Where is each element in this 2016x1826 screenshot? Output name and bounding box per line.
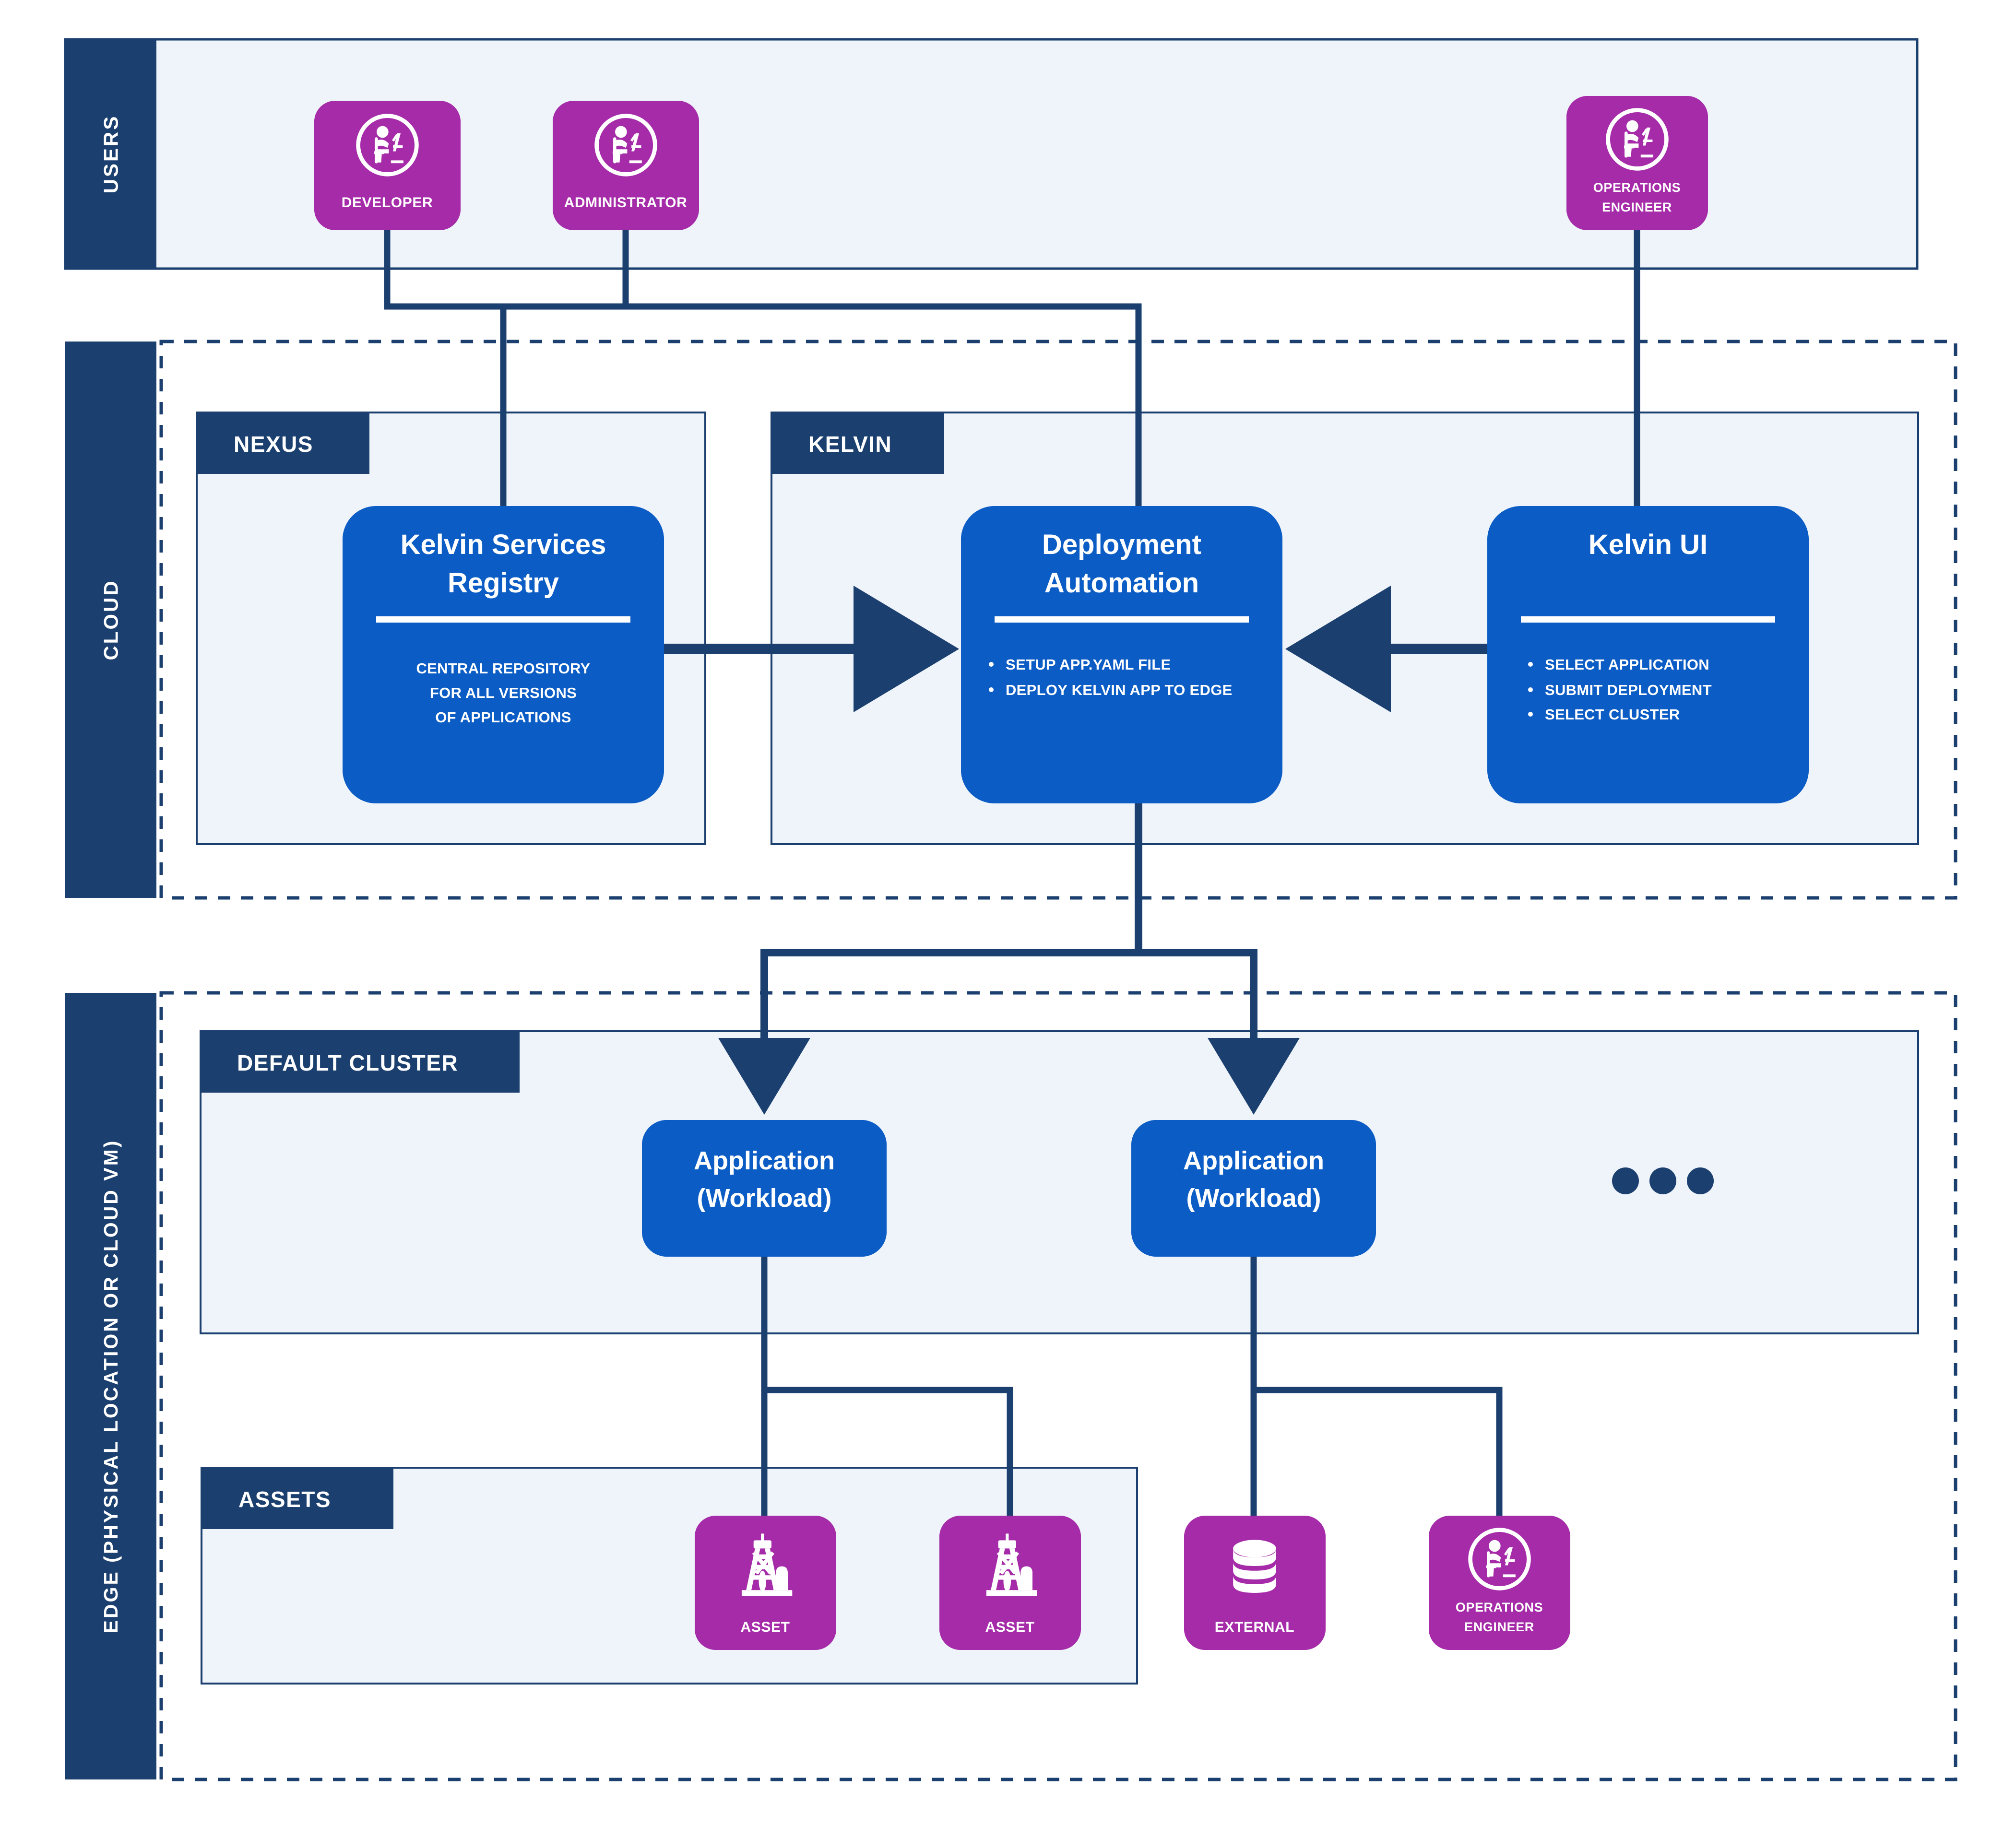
bullet-dot-icon xyxy=(1528,662,1533,667)
kui-body-2-overlay: SUBMIT DEPLOYMENT xyxy=(1545,682,1712,698)
aw2-title-2-overlay: (Workload) xyxy=(1186,1184,1321,1213)
cloud-band-label: CLOUD xyxy=(100,579,122,660)
kui-body-3-overlay: SELECT CLUSTER xyxy=(1545,706,1680,723)
developer-label-overlay: DEVELOPER xyxy=(342,195,433,211)
ksr-body-3-overlay: OF APPLICATIONS xyxy=(435,709,571,726)
assets-tab xyxy=(202,1468,393,1529)
kelvin-ui-box-overlay[interactable] xyxy=(1487,506,1809,803)
band-edge: EDGE (PHYSICAL LOCATION OR CLOUD VM) xyxy=(65,991,1957,1781)
more-workloads-indicator xyxy=(1612,1167,1714,1194)
cloud-boundary-dashed xyxy=(159,340,1957,900)
users-band-tab xyxy=(65,39,156,269)
kelvin-label: KELVIN xyxy=(808,432,892,457)
aw2-title-1-overlay: Application xyxy=(1183,1146,1324,1175)
connector-layer xyxy=(384,227,1640,1519)
edge-boundary-dashed xyxy=(159,991,1957,1781)
band-cloud: CLOUD xyxy=(65,340,1957,900)
administrator-card-overlay[interactable] xyxy=(553,101,699,230)
edge-band-tab xyxy=(65,993,156,1779)
connector-developer-to-deployment-automation xyxy=(384,227,1142,509)
asset-2-label-overlay: ASSET xyxy=(985,1619,1034,1635)
da-body-1-overlay: SETUP APP.YAML FILE xyxy=(1006,656,1171,673)
nexus-tab xyxy=(197,412,369,474)
connector-workload-1-to-asset-2 xyxy=(761,1387,1013,1519)
ksr-title-1-overlay: Kelvin Services xyxy=(401,529,606,560)
aw1-title-2-overlay: (Workload) xyxy=(697,1184,832,1213)
assets-label: ASSETS xyxy=(238,1487,331,1512)
bullet-dot-icon xyxy=(989,662,994,667)
operations-engineer-card-overlay[interactable] xyxy=(1566,96,1708,230)
connector-deployment-to-workload-1 xyxy=(718,800,1142,1115)
kui-body-1-overlay: SELECT APPLICATION xyxy=(1545,656,1709,673)
bullet-dot-icon xyxy=(989,687,994,692)
ellipsis-dot-icon xyxy=(1612,1167,1639,1194)
external-card-overlay[interactable] xyxy=(1184,1516,1326,1650)
ksr-divider-overlay xyxy=(376,616,630,623)
bullet-dot-icon xyxy=(1528,687,1533,692)
da-title-2-overlay: Automation xyxy=(1044,567,1199,599)
connector-workload-2-to-ops-engineer xyxy=(1250,1387,1503,1519)
ksr-title-2-overlay: Registry xyxy=(448,567,559,599)
operations-engineer-edge-card-overlay[interactable] xyxy=(1429,1516,1570,1650)
deployment-automation-box-overlay[interactable] xyxy=(961,506,1282,803)
ops-edge-label-1-overlay: OPERATIONS xyxy=(1456,1600,1543,1614)
ops-edge-label-2-overlay: ENGINEER xyxy=(1464,1620,1534,1634)
da-divider-overlay xyxy=(995,616,1249,623)
external-label-overlay: EXTERNAL xyxy=(1215,1619,1294,1635)
da-body-2-overlay: DEPLOY KELVIN APP TO EDGE xyxy=(1006,682,1233,698)
ksr-body-2-overlay: FOR ALL VERSIONS xyxy=(430,684,577,701)
ellipsis-dot-icon xyxy=(1687,1167,1714,1194)
application-workload-2-box-overlay[interactable] xyxy=(1131,1120,1376,1257)
users-band-label: USERS xyxy=(100,115,122,194)
default-cluster-tab xyxy=(201,1031,520,1093)
nexus-label: NEXUS xyxy=(234,432,313,457)
connector-deployment-to-workload-2 xyxy=(1135,949,1300,1115)
cloud-band-tab xyxy=(65,342,156,898)
asset-1-label-overlay: ASSET xyxy=(740,1619,790,1635)
developer-card-overlay[interactable] xyxy=(314,101,461,230)
edge-band-label: EDGE (PHYSICAL LOCATION OR CLOUD VM) xyxy=(100,1139,122,1634)
ops-engineer-label-1-overlay: OPERATIONS xyxy=(1593,180,1681,195)
da-title-1-overlay: Deployment xyxy=(1042,529,1201,560)
card-overlay-layer: DEVELOPER ADMINISTRATOR OPERATIONS ENGIN… xyxy=(314,96,1809,1650)
ksr-body-1-overlay: CENTRAL REPOSITORY xyxy=(416,660,590,677)
default-cluster-label: DEFAULT CLUSTER xyxy=(237,1050,458,1075)
administrator-label-overlay: ADMINISTRATOR xyxy=(564,195,688,211)
aw1-title-1-overlay: Application xyxy=(694,1146,835,1175)
application-workload-1-box-overlay[interactable] xyxy=(642,1120,887,1257)
ops-engineer-label-2-overlay: ENGINEER xyxy=(1602,200,1672,214)
kui-divider-overlay xyxy=(1521,616,1775,623)
kui-title-overlay: Kelvin UI xyxy=(1589,529,1708,560)
ellipsis-dot-icon xyxy=(1649,1167,1676,1194)
kelvin-tab xyxy=(771,412,944,474)
kelvin-services-registry-box-overlay[interactable] xyxy=(343,506,664,803)
bullet-dot-icon xyxy=(1528,712,1533,717)
